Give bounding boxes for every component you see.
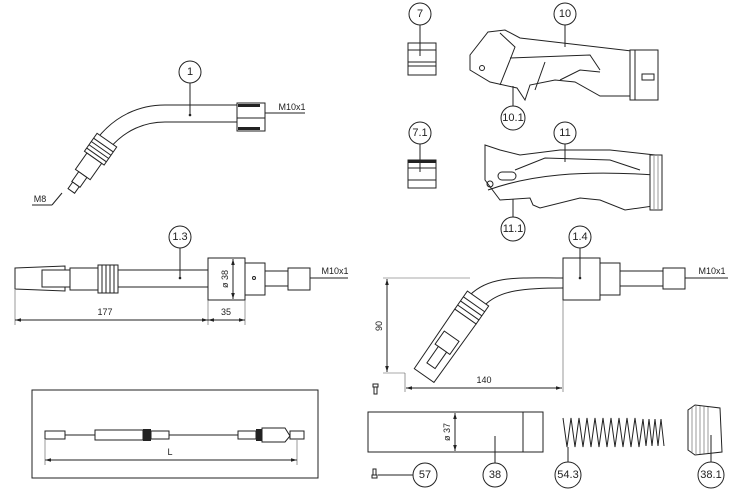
callout-10-1: 10.1	[502, 112, 523, 124]
callout-11: 11	[559, 127, 570, 139]
handle-11-drawing: 11 11.1	[484, 121, 663, 242]
neck-curved-drawing: 1.4 M10x1 90 140	[374, 225, 728, 392]
callout-7: 7	[417, 8, 423, 20]
callout-11-1: 11.1	[503, 223, 524, 235]
dim-diameter-38: ø 38	[220, 270, 230, 288]
neck-45-drawing: 1 M10x1 M8	[32, 60, 306, 206]
thread-label-m10-straight: M10x1	[321, 266, 348, 276]
dim-l: L	[167, 447, 172, 457]
handle-10-drawing: 10 10.1	[469, 2, 659, 131]
small-parts-drawing: ø 37 38 57 54.3 38.1	[367, 383, 725, 489]
thread-label-m10: M10x1	[278, 102, 305, 112]
callout-57: 57	[419, 469, 431, 481]
insert-drawings: 7 7.1	[407, 2, 437, 189]
callout-38-1: 38.1	[700, 469, 721, 481]
callout-54-3: 54.3	[557, 469, 578, 481]
callout-10: 10	[559, 8, 571, 20]
callout-1-3: 1.3	[172, 231, 187, 243]
cable-assembly-drawing: L	[31, 389, 319, 479]
dim-140: 140	[476, 375, 491, 385]
callout-7-1: 7.1	[412, 127, 427, 139]
callout-38: 38	[489, 469, 501, 481]
dim-90: 90	[374, 321, 384, 331]
dim-177: 177	[97, 307, 112, 317]
callout-1: 1	[187, 66, 193, 78]
dim-diameter-37: ø 37	[442, 423, 452, 441]
thread-label-m10-curved: M10x1	[698, 266, 725, 276]
dim-35: 35	[221, 307, 231, 317]
callout-1-4: 1.4	[572, 231, 587, 243]
thread-label-m8: M8	[34, 194, 47, 204]
neck-straight-drawing: 1.3 M10x1 177 35 ø 38	[14, 225, 349, 325]
